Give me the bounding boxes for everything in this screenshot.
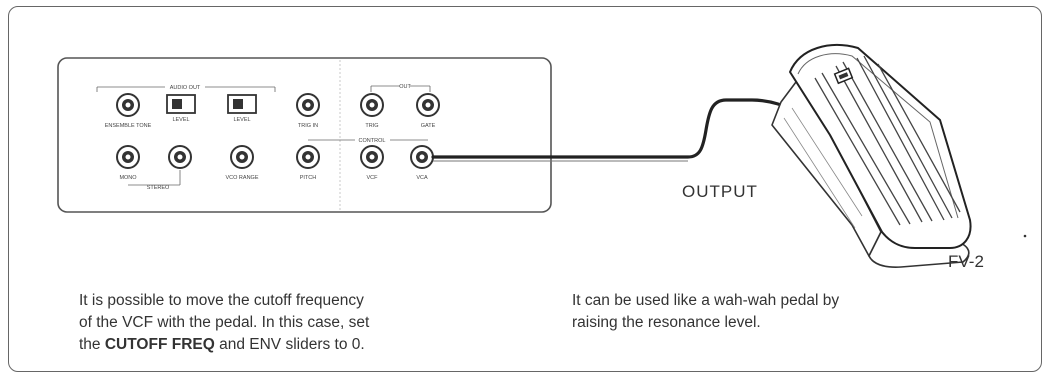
out-label: OUT <box>399 84 411 90</box>
pitch-jack <box>296 145 320 169</box>
out-bracket: OUT <box>370 84 431 92</box>
stereo-bracket <box>128 170 181 186</box>
stereo-jack <box>168 145 192 169</box>
trig-label: TRIG <box>365 123 378 129</box>
audio-out-bracket: AUDIO OUT <box>96 85 276 92</box>
vca-jack <box>410 145 434 169</box>
trig-in-jack <box>296 93 320 117</box>
ensemble-tone-jack <box>116 93 140 117</box>
gate-label: GATE <box>421 123 436 129</box>
control-label: CONTROL <box>359 138 386 144</box>
level-switch-2 <box>227 94 257 114</box>
caption-right-line1: It can be used like a wah-wah pedal by <box>572 292 840 309</box>
expression-pedal <box>771 44 972 268</box>
outer-frame <box>8 6 1042 372</box>
caption-left-line3-post: and ENV sliders to 0. <box>214 336 365 353</box>
pedal-model-label: FV-2 <box>948 252 984 271</box>
caption-left-line2: of the VCF with the pedal. In this case,… <box>79 314 370 331</box>
caption-left-line3-bold: CUTOFF FREQ <box>104 336 215 353</box>
caption-left-line3-pre: the <box>79 336 105 353</box>
pitch-label: PITCH <box>300 175 317 181</box>
mono-label: MONO <box>119 175 137 181</box>
vca-label: VCA <box>416 175 428 181</box>
caption-right: It can be used like a wah-wah pedal by r… <box>572 290 992 334</box>
level-1-label: LEVEL <box>172 117 189 123</box>
caption-left-line1: It is possible to move the cutoff freque… <box>79 292 364 309</box>
audio-out-label: AUDIO OUT <box>170 85 201 91</box>
stray-dot <box>1023 234 1027 238</box>
output-label: OUTPUT <box>682 182 758 201</box>
ensemble-tone-label: ENSEMBLE TONE <box>105 123 152 129</box>
trig-jack <box>360 93 384 117</box>
level-switch-1 <box>166 94 196 114</box>
rear-panel: AUDIO OUT OUT ENSEMBLE TONE LEVEL LEVEL <box>57 57 552 213</box>
gate-jack <box>416 93 440 117</box>
level-2-label: LEVEL <box>233 117 250 123</box>
pedal-cable <box>431 98 802 162</box>
trig-in-label: TRIG IN <box>298 123 318 129</box>
caption-left: It is possible to move the cutoff freque… <box>79 290 489 356</box>
caption-left-line3: the CUTOFF FREQ and ENV sliders to 0. <box>79 334 489 356</box>
control-bracket: CONTROL <box>308 138 428 144</box>
vco-range-jack <box>230 145 254 169</box>
vcf-jack <box>360 145 384 169</box>
caption-right-line2: raising the resonance level. <box>572 314 761 331</box>
vco-range-label: VCO RANGE <box>225 175 258 181</box>
stereo-label: STEREO <box>147 185 170 191</box>
mono-jack <box>116 145 140 169</box>
vcf-label: VCF <box>367 175 379 181</box>
